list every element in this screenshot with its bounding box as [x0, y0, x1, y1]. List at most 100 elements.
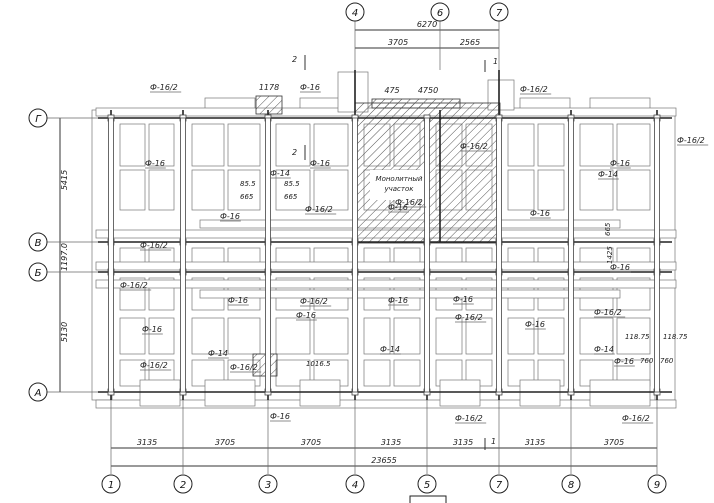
- axis-bubble-1: 1: [101, 400, 121, 494]
- dim-top-total: 6270: [417, 20, 437, 29]
- rebar-label: Ф-16/2: [140, 241, 168, 250]
- section-mark-2-mid: 2: [292, 148, 297, 157]
- rebar-label: Ф-14: [598, 170, 618, 179]
- rebar-label: Ф-16: [614, 357, 634, 366]
- axis-label-v: В: [35, 238, 42, 249]
- rebar-label: Ф-16/2: [140, 361, 168, 370]
- precast-block: [299, 379, 341, 407]
- rebar-label: Ф-16/2: [677, 136, 705, 145]
- slab-block: [616, 169, 651, 211]
- axis-bubble-5: 5: [417, 400, 437, 494]
- slab-block: [313, 317, 349, 355]
- dim-665-b: 665: [284, 193, 298, 201]
- small-dimensions: 85.5 85.5 665 665 1016.5 118.75 118.75 7…: [240, 180, 688, 368]
- monolithic-label-1: Монолитный: [376, 175, 423, 183]
- rebar-label: Ф-16/2: [460, 142, 488, 151]
- axis-bubble-top-7: 7: [489, 2, 509, 70]
- axis-label-7: 7: [496, 480, 503, 491]
- axis-label-a: А: [34, 388, 42, 399]
- dim-total: 23655: [371, 456, 396, 465]
- rebar-label: Ф-16/2: [455, 414, 483, 423]
- rebar-label: Ф-16: [220, 212, 240, 221]
- dim-2-3: 3705: [215, 438, 235, 447]
- dim-85-5-b: 85.5: [284, 180, 300, 188]
- dim-4-5: 3135: [381, 438, 401, 447]
- beam-band: [95, 399, 677, 409]
- precast-block: [589, 379, 651, 407]
- slab-block: [507, 123, 535, 167]
- dim-760-b: 760: [660, 357, 674, 365]
- rebar-label: Ф-16: [300, 83, 320, 92]
- axis-label-g: Г: [35, 114, 42, 125]
- precast-blocks: [91, 71, 677, 409]
- axis-bubble-g: Г: [28, 108, 98, 128]
- slab-block: [191, 169, 225, 211]
- precast-block: [139, 379, 181, 407]
- slab-block: [537, 169, 565, 211]
- slab-block: [275, 169, 311, 211]
- dim-top-left: 3705: [388, 38, 408, 47]
- slab-block: [275, 123, 311, 167]
- axis-label-2: 2: [180, 480, 186, 491]
- column-strip: [108, 117, 114, 393]
- axis-bubbles-bottom: 1 2 3 4 5 7 8 9: [101, 400, 667, 494]
- rebar-label: Ф-16/2: [594, 308, 622, 317]
- axis-bubble-a: А: [28, 382, 98, 402]
- slab-block: [507, 169, 535, 211]
- slab-block: [435, 317, 463, 355]
- slab-block: [579, 123, 614, 167]
- section-mark-2-top: 2: [292, 55, 297, 64]
- rebar-label: Ф-14: [594, 345, 614, 354]
- rebar-label: Ф-16/2: [395, 198, 423, 207]
- rebar-label: Ф-14: [270, 169, 290, 178]
- axis-label-1: 1: [108, 480, 114, 491]
- rebar-label: Ф-16: [388, 203, 408, 212]
- slab-block: [119, 169, 146, 211]
- slab-block: [465, 317, 493, 355]
- slab-block: [148, 317, 175, 355]
- rebar-label: Ф-16/2: [150, 83, 178, 92]
- dim-760-a: 760: [640, 357, 654, 365]
- rebar-label: Ф-14: [380, 345, 400, 354]
- axis-bubble-top-6: 6: [430, 2, 450, 70]
- rebar-label: Ф-16: [610, 159, 630, 168]
- dim-top-right: 2565: [460, 38, 480, 47]
- section-marks: 2 2 1 1: [292, 55, 498, 450]
- slab-block: [119, 123, 146, 167]
- slab-block: [227, 123, 261, 167]
- column-strip: [265, 117, 271, 393]
- axis-bubble-top-4: 4: [345, 2, 365, 70]
- axis-bubble-8: 8: [561, 400, 581, 494]
- rebar-label: Ф-16/2: [520, 85, 548, 94]
- axis-label-4: 4: [352, 480, 358, 491]
- slab-block: [148, 123, 175, 167]
- slab-block: [363, 359, 391, 387]
- axis-bubble-3: 3: [258, 400, 278, 494]
- column-strip: [352, 117, 358, 393]
- column-strip: [568, 117, 574, 393]
- slab-block: [148, 169, 175, 211]
- axis-bubble-9: 9: [647, 400, 667, 494]
- dim-665-c: 665: [604, 222, 612, 236]
- dim-5415: 5415: [60, 170, 69, 190]
- slab-block: [275, 317, 311, 355]
- column-nodes: [107, 114, 661, 396]
- dim-475: 475: [384, 86, 399, 95]
- beam-band: [95, 279, 677, 289]
- slab-block: [507, 317, 535, 355]
- precast-block: [519, 379, 561, 407]
- slab-block: [579, 317, 614, 355]
- rebar-label: Ф-16/2: [300, 297, 328, 306]
- slab-block: [313, 169, 349, 211]
- rebar-label: Ф-16: [296, 311, 316, 320]
- dimension-top: 6270 3705 2565 1178 475 4750: [259, 20, 499, 95]
- section-mark-1-top: 1: [493, 57, 498, 66]
- section-mark-1-bottom: 1: [491, 437, 496, 446]
- monolithic-label-2: участок: [383, 185, 414, 193]
- slab-block: [191, 123, 225, 167]
- rebar-label: Ф-14: [208, 349, 228, 358]
- axis-bubble-b: Б: [28, 262, 98, 282]
- dim-1016-5: 1016.5: [306, 360, 331, 368]
- slab-block: [227, 169, 261, 211]
- rebar-label: Ф-16/2: [120, 281, 148, 290]
